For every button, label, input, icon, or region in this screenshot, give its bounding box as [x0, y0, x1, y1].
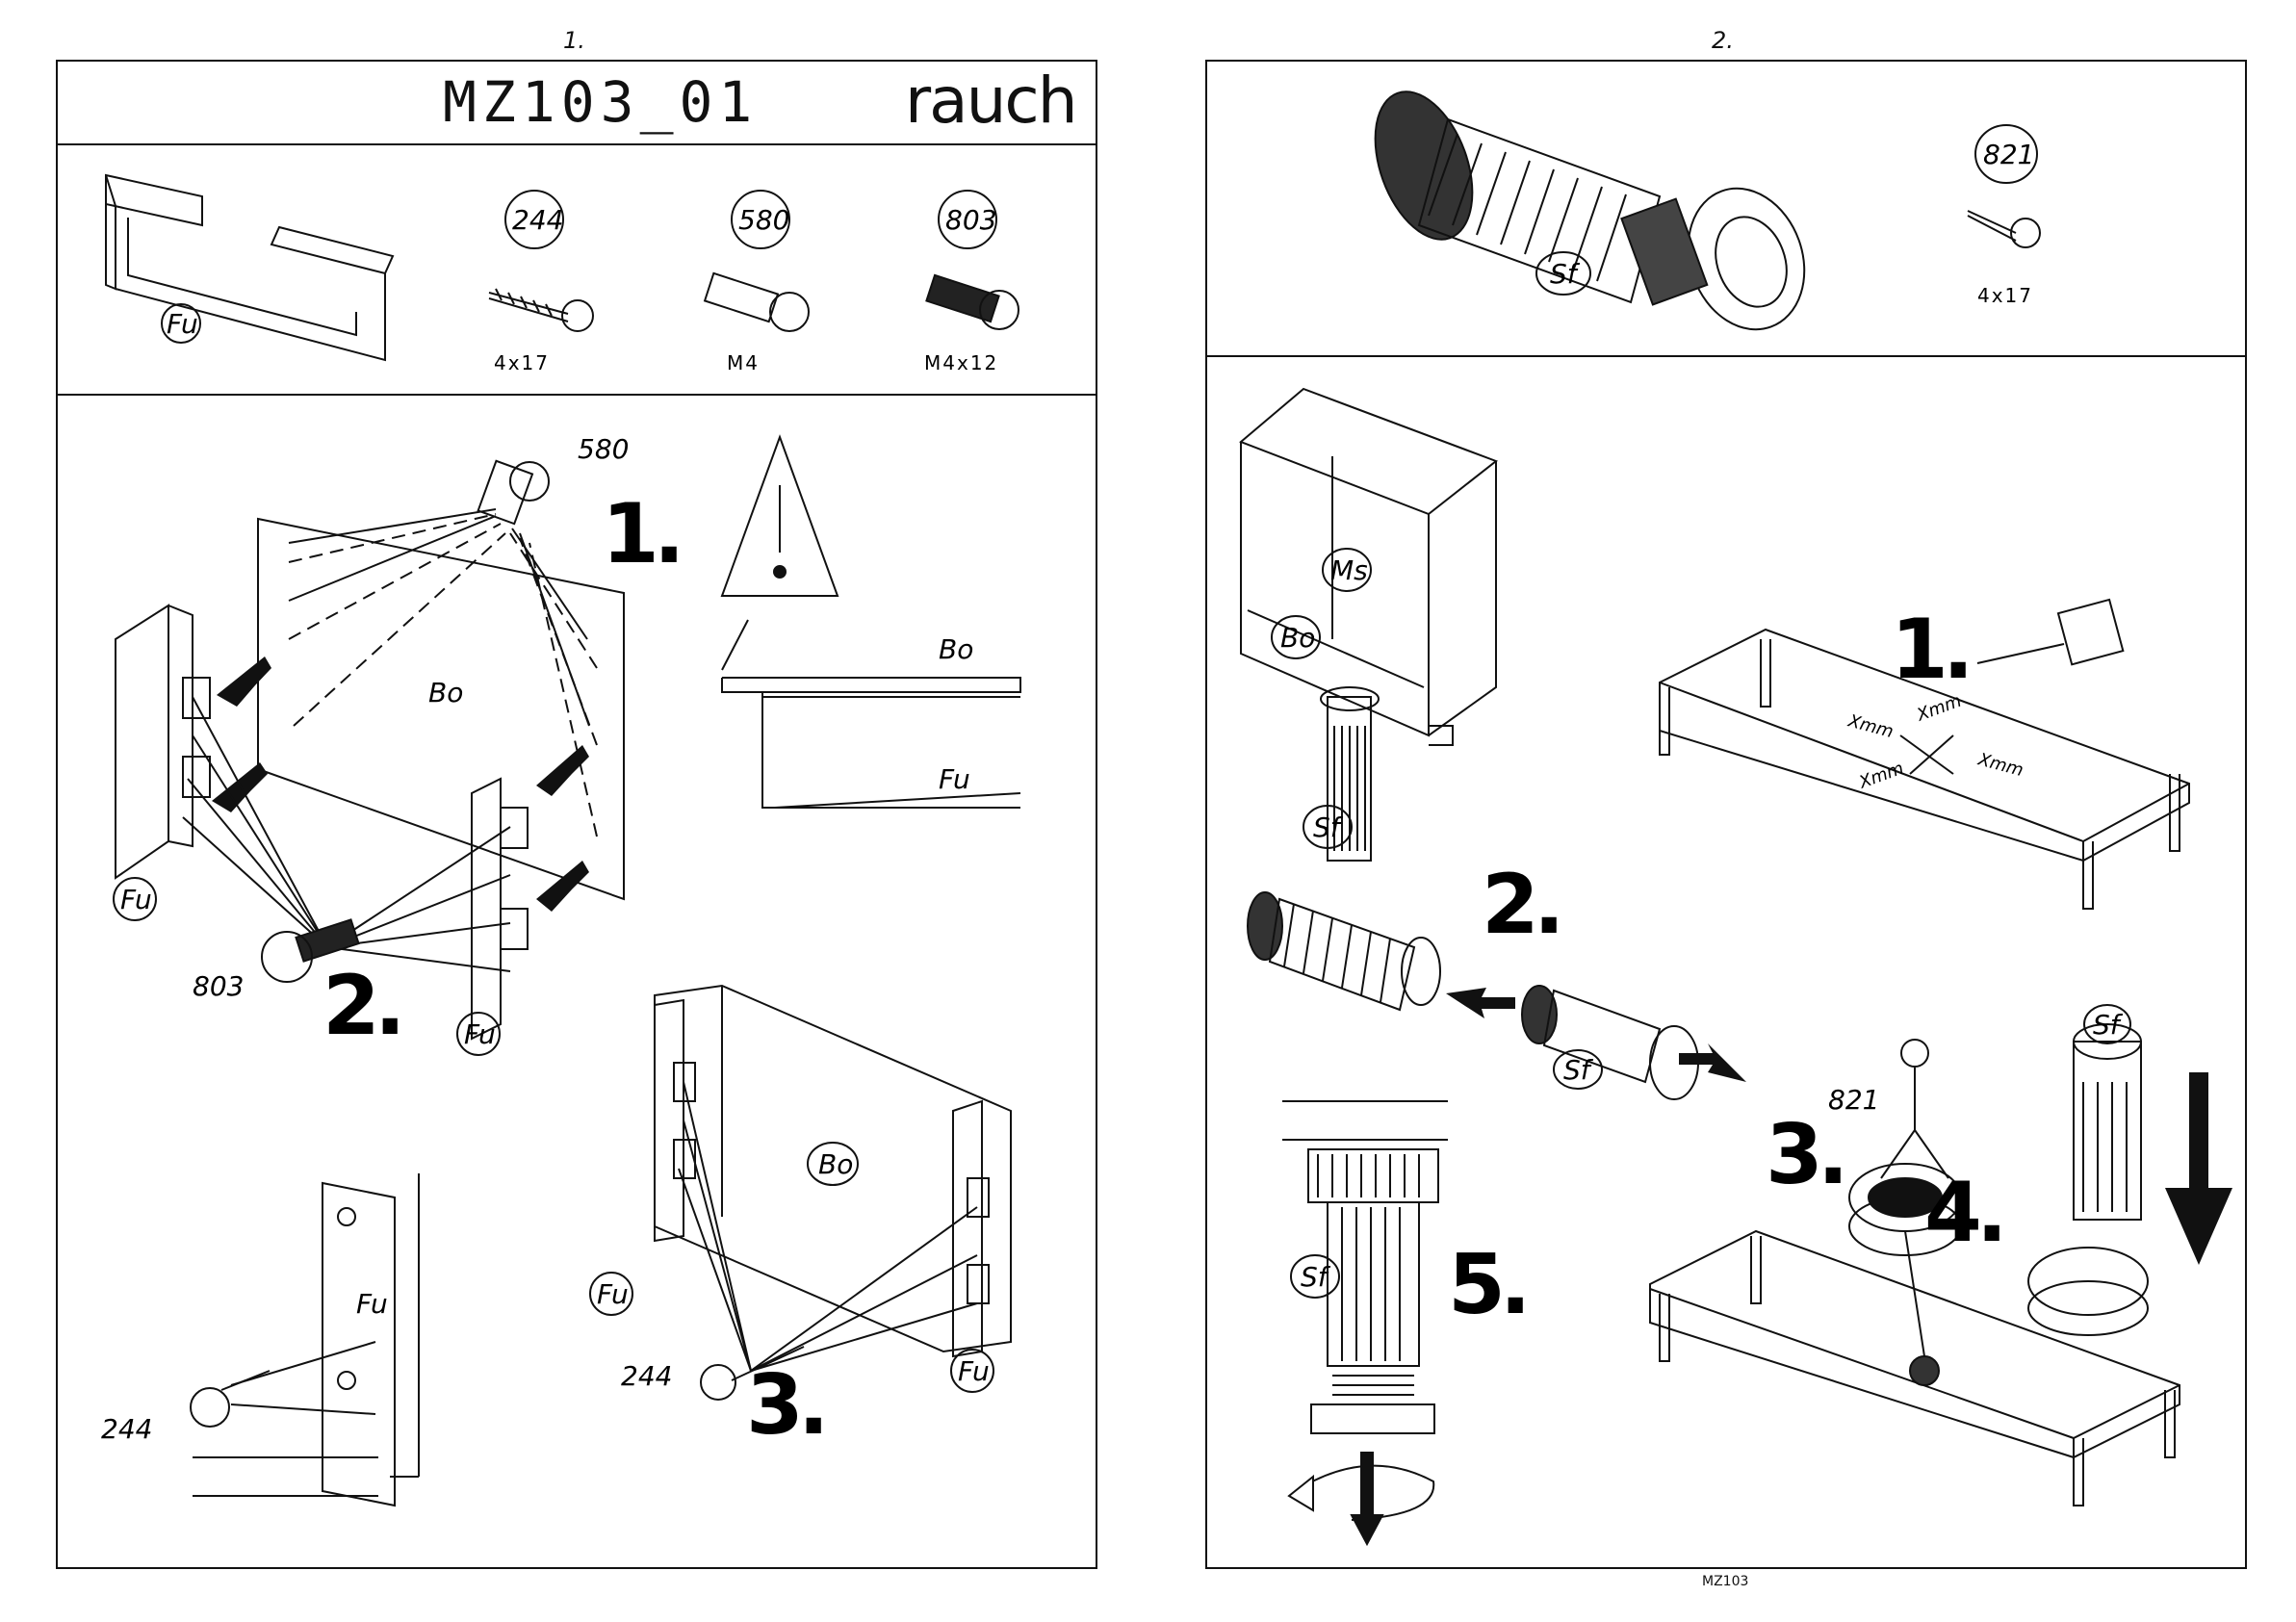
- xmm-label-4: Xmm: [1975, 749, 2025, 781]
- label-803: 803: [193, 970, 244, 1002]
- label-sf-step4: Sf: [2093, 1009, 2124, 1041]
- label-fu-left: Fu: [120, 884, 152, 915]
- label-fu-step3-right: Fu: [958, 1355, 990, 1387]
- label-sf-cabinet: Sf: [1313, 811, 1344, 843]
- bolt-803-icon: [926, 275, 1019, 329]
- closeup-detail: [193, 1173, 419, 1506]
- step-4-number-p2: 4.: [1924, 1165, 2002, 1261]
- page-1-drawing: Fu 244 4x17 580 M4 803 M4x12 580 1. Bo F…: [58, 62, 1096, 1567]
- label-244-closeup: 244: [101, 1413, 152, 1445]
- part-label-fu: Fu: [167, 308, 198, 340]
- rotate-arrow-icon: [1289, 1453, 1433, 1544]
- step-5-number-p2: 5.: [1448, 1237, 1526, 1333]
- document-footer: MZ103: [1702, 1574, 1748, 1589]
- step-1-number-p2: 1.: [1891, 602, 1969, 698]
- label-bo-cabinet: Bo: [1280, 622, 1315, 654]
- label-sf-step2: Sf: [1563, 1054, 1594, 1086]
- down-arrow-icon: [2165, 1072, 2232, 1265]
- part-size-803: M4x12: [924, 351, 998, 374]
- part-label-244: 244: [512, 204, 563, 236]
- part-size-580: M4: [727, 351, 760, 374]
- step-2-number-p2: 2.: [1482, 857, 1560, 953]
- step-3-number-p2: 3.: [1766, 1107, 1844, 1203]
- connector-580-callout-icon: [478, 461, 549, 524]
- part-size-244: 4x17: [494, 351, 550, 374]
- screw-244-closeup-icon: [191, 1371, 270, 1427]
- part-label-803: 803: [945, 204, 996, 236]
- instruction-page-1: MZ103_01 rauch: [56, 60, 1097, 1569]
- cabinet-illustration: [1241, 389, 1496, 745]
- part-label-821: 821: [1983, 139, 2034, 170]
- part-label-sf: Sf: [1550, 258, 1581, 290]
- connector-580-icon: [705, 273, 809, 331]
- page-number-right: 2.: [1712, 27, 1734, 54]
- label-ms: Ms: [1330, 554, 1368, 586]
- label-fu-detail: Fu: [939, 763, 970, 795]
- screw-244-icon: [489, 289, 593, 331]
- step-1-number: 1.: [602, 486, 680, 582]
- base-step3: [1650, 1231, 2180, 1506]
- page-2-drawing: Sf 821 4x17 Ms Bo Sf 1. Xmm Xmm Xmm Xmm …: [1207, 62, 2245, 1567]
- part-label-580: 580: [738, 204, 789, 236]
- part-size-821: 4x17: [1977, 284, 2033, 307]
- label-244-step3: 244: [621, 1360, 672, 1392]
- label-580: 580: [578, 433, 629, 465]
- label-bo: Bo: [428, 677, 463, 708]
- label-bo-step3: Bo: [818, 1148, 853, 1180]
- label-sf-step5: Sf: [1301, 1261, 1331, 1293]
- frame-leg-part-icon: [106, 175, 393, 360]
- label-fu-step3-left: Fu: [597, 1278, 629, 1310]
- label-bo-detail: Bo: [939, 633, 973, 665]
- instruction-page-2: Sf 821 4x17 Ms Bo Sf 1. Xmm Xmm Xmm Xmm …: [1205, 60, 2247, 1569]
- step-2-number: 2.: [322, 958, 400, 1054]
- label-fu-closeup: Fu: [356, 1288, 388, 1320]
- leveler-step4-icon: [2028, 1024, 2148, 1335]
- step-3-number: 3.: [746, 1357, 824, 1454]
- warning-detail: [722, 437, 1020, 808]
- label-fu-right: Fu: [464, 1018, 496, 1050]
- xmm-label-1: Xmm: [1845, 710, 1896, 742]
- page-number-left: 1.: [563, 27, 585, 54]
- screw-821-icon: [1968, 211, 2040, 247]
- leveler-foot-part-icon: [1356, 78, 1823, 346]
- right-frame-step2: [472, 779, 528, 1039]
- xmm-label-3: Xmm: [1856, 759, 1907, 793]
- screw-821-step3-icon: [1881, 1040, 1948, 1178]
